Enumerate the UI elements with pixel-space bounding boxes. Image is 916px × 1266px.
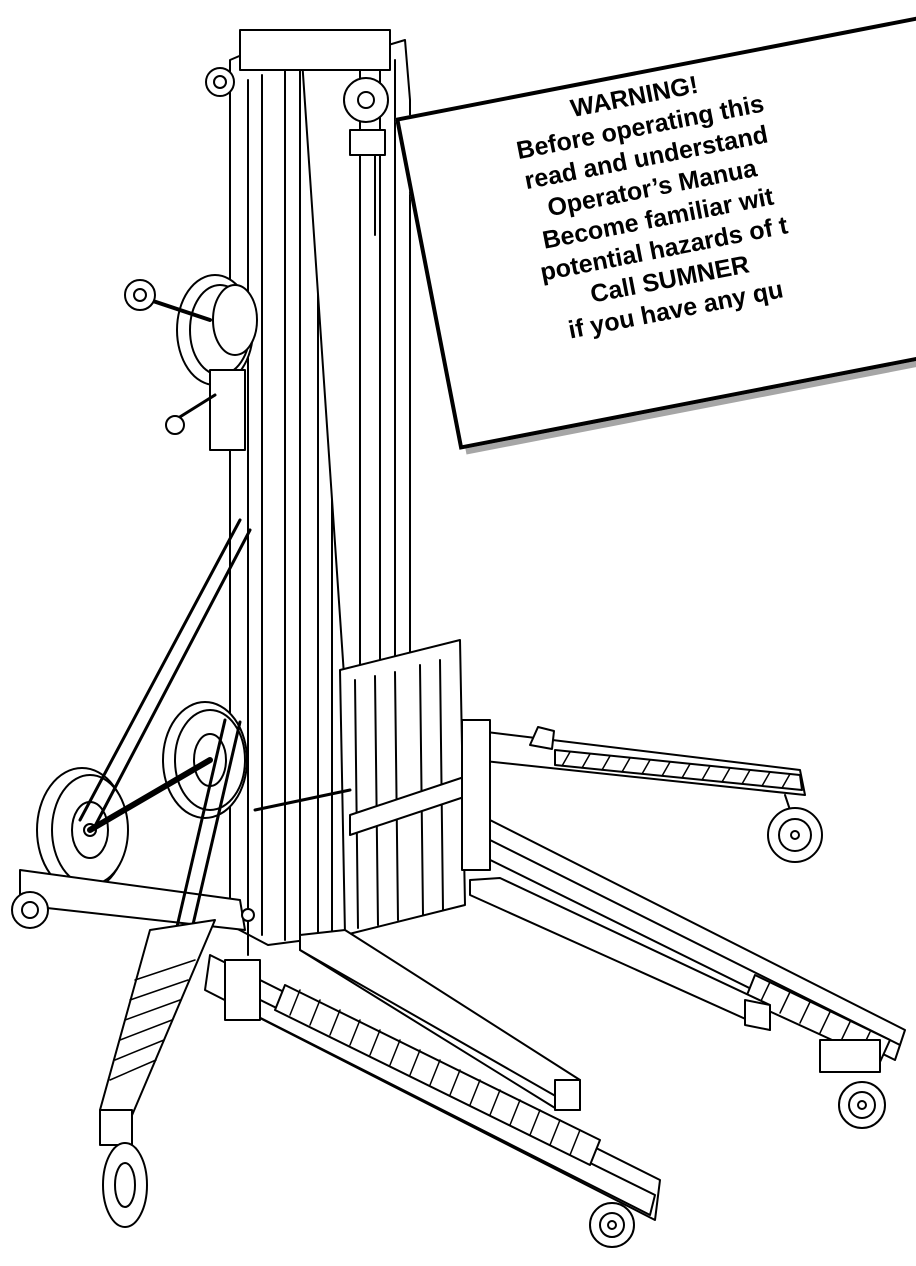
forks <box>299 877 771 1111</box>
winch <box>124 274 258 451</box>
left-outrigger <box>11 518 352 1228</box>
right-rear-leg <box>469 726 823 863</box>
mast <box>205 29 411 946</box>
left-front-leg <box>204 908 661 1248</box>
right-front-leg <box>469 814 906 1129</box>
rear-wheels <box>36 701 248 893</box>
carriage <box>339 639 491 936</box>
